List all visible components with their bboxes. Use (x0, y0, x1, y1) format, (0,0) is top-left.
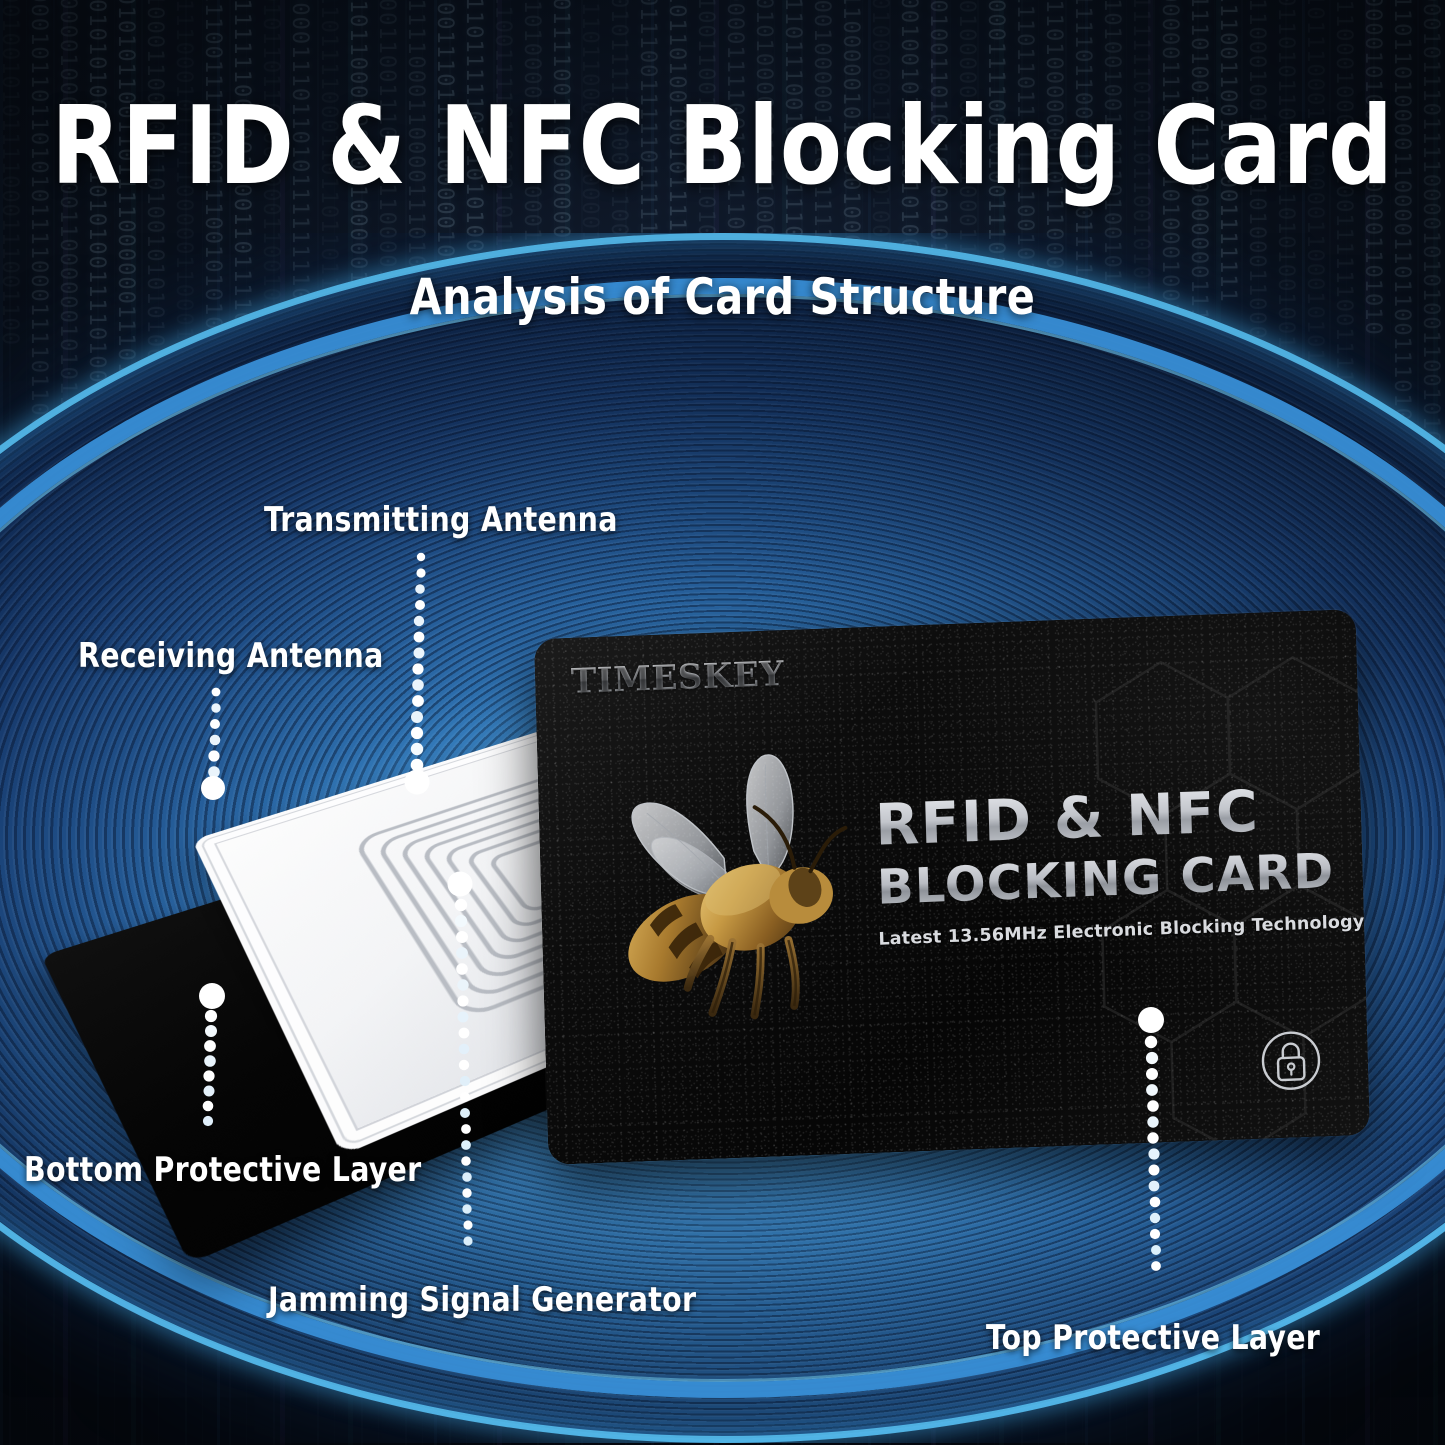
callout-label-transmitting-antenna: Transmitting Antenna (264, 500, 618, 540)
callout-label-top-protective-layer: Top Protective Layer (986, 1318, 1321, 1358)
page-title: RFID & NFC Blocking Card (51, 84, 1394, 209)
callout-label-receiving-antenna: Receiving Antenna (78, 636, 384, 676)
honeybee-icon (628, 754, 848, 1020)
page-subtitle: Analysis of Card Structure (409, 268, 1036, 326)
callout-label-bottom-protective-layer: Bottom Protective Layer (24, 1150, 422, 1190)
top-printed-card: TIMESKEY (533, 609, 1371, 1165)
card-tagline: Latest 13.56MHz Electronic Blocking Tech… (878, 911, 1365, 950)
card-headline-primary: RFID & NFC (874, 778, 1261, 859)
disc-outer-rim (0, 233, 1445, 1443)
callout-label-jamming-signal-generator: Jamming Signal Generator (268, 1280, 697, 1320)
lock-circle-icon (1261, 1031, 1321, 1090)
card-brand-logo: TIMESKEY (570, 654, 785, 702)
